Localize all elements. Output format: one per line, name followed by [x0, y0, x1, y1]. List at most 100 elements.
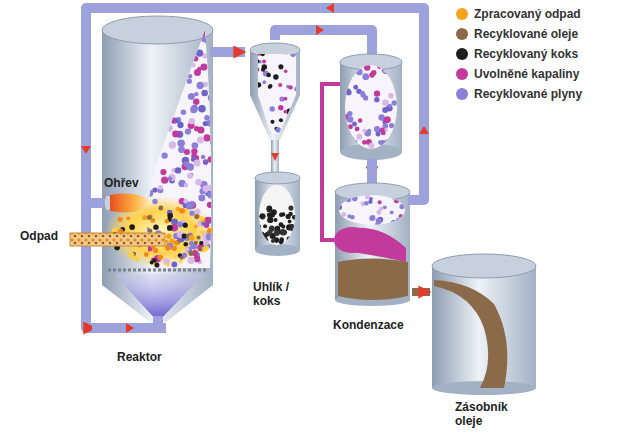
particle — [292, 226, 296, 230]
particle — [203, 134, 210, 141]
particle — [292, 215, 297, 220]
particle — [261, 68, 265, 72]
particle — [158, 122, 165, 129]
legend-row: Recyklovaný koks — [456, 44, 582, 64]
particle — [139, 66, 146, 73]
particle — [185, 247, 189, 251]
particle — [188, 257, 195, 264]
particle — [203, 121, 208, 126]
particle — [152, 82, 159, 89]
particle — [199, 241, 203, 245]
flow-arrow — [81, 146, 91, 154]
particle — [385, 63, 392, 70]
particle — [364, 64, 370, 70]
particle — [395, 141, 400, 146]
particle — [187, 173, 193, 179]
particle — [293, 120, 299, 126]
particle — [280, 230, 285, 235]
particle — [294, 130, 300, 136]
particle — [395, 123, 400, 128]
particle — [158, 255, 163, 260]
particle — [114, 227, 118, 231]
particle — [194, 225, 198, 229]
pipe-connector — [86, 8, 424, 328]
legend-swatch — [456, 28, 468, 40]
reactor-vessel — [102, 16, 222, 322]
particle — [144, 125, 149, 130]
particle — [207, 191, 212, 196]
particle — [392, 100, 397, 105]
condenser-vessel — [338, 259, 408, 301]
particle — [199, 216, 204, 221]
particle — [170, 65, 177, 72]
particle — [139, 185, 147, 193]
separator-vessel — [340, 62, 402, 152]
particle — [147, 143, 151, 147]
condenser-node: Kondenzace — [330, 178, 412, 336]
legend-row: Zpracovaný odpad — [456, 4, 582, 24]
particle — [188, 38, 195, 45]
particle — [256, 82, 261, 87]
particle — [186, 50, 191, 55]
particle — [391, 220, 397, 226]
particle — [163, 123, 169, 129]
particle — [144, 52, 149, 57]
particle — [204, 115, 210, 121]
particle — [141, 81, 146, 86]
flow-arrow — [126, 323, 134, 333]
particle — [346, 197, 351, 202]
particle — [388, 93, 394, 99]
particle — [360, 91, 365, 96]
particle — [203, 159, 209, 165]
condenser-vessel — [339, 195, 405, 225]
particle — [283, 243, 288, 248]
particle — [167, 93, 173, 99]
particle — [375, 222, 380, 227]
particle — [144, 98, 151, 105]
particle — [199, 248, 203, 252]
reactor-vessel — [147, 30, 211, 268]
particle — [210, 140, 215, 145]
particle — [378, 140, 382, 144]
particle — [177, 222, 183, 228]
particle — [144, 50, 148, 54]
particle — [383, 68, 389, 74]
particle — [183, 62, 190, 69]
particle — [368, 143, 374, 149]
particle — [208, 184, 215, 191]
particle — [173, 255, 177, 259]
particle — [143, 123, 148, 128]
particle — [196, 49, 203, 56]
particle — [174, 33, 179, 38]
char-collector — [259, 185, 295, 245]
particle — [188, 74, 192, 78]
particle — [286, 109, 292, 115]
particle — [208, 94, 216, 102]
particle — [374, 126, 380, 132]
particle — [141, 209, 148, 216]
char-collector — [255, 178, 300, 250]
particle — [280, 239, 284, 243]
particle — [172, 131, 179, 138]
heater — [86, 194, 152, 213]
particle — [172, 246, 177, 251]
oil-tank — [432, 266, 536, 388]
particle — [290, 127, 294, 131]
particle — [390, 210, 394, 214]
particle — [197, 82, 204, 89]
return-pipe-stub — [153, 316, 163, 328]
particle — [399, 223, 404, 228]
particle — [142, 178, 148, 184]
particle — [377, 210, 382, 215]
particle — [267, 207, 272, 212]
particle — [349, 137, 354, 142]
reactor-node: Reaktor — [95, 12, 220, 368]
particle — [275, 127, 280, 132]
particle — [152, 199, 157, 204]
particle — [177, 140, 185, 148]
particle — [186, 203, 193, 210]
particle — [278, 105, 284, 111]
particle — [159, 207, 163, 211]
particle — [164, 108, 169, 113]
particle — [168, 95, 175, 102]
